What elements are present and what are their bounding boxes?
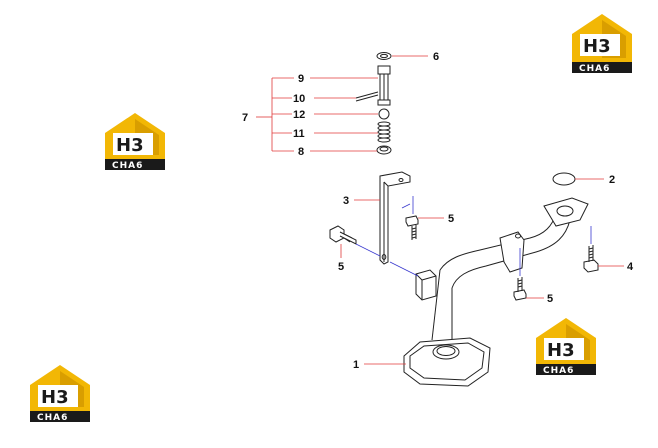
part-3-bracket bbox=[379, 171, 411, 265]
callout-12: 12 bbox=[293, 109, 305, 121]
svg-text:CHA6: CHA6 bbox=[579, 64, 610, 74]
callout-5-upper: 5 bbox=[448, 213, 454, 225]
part-5-bolt-lower bbox=[513, 277, 527, 301]
part-6-washer bbox=[376, 52, 392, 60]
svg-text:H3: H3 bbox=[116, 135, 144, 156]
callout-8: 8 bbox=[298, 146, 304, 158]
callout-10: 10 bbox=[293, 93, 305, 105]
logo-watermark-upper-left: H3 CHA6 bbox=[105, 113, 165, 171]
callout-2: 2 bbox=[609, 174, 615, 186]
part-4-bolt bbox=[583, 245, 599, 273]
part-5-bolt-left bbox=[329, 225, 357, 245]
logo-watermark-bottom-left: H3 CHA6 bbox=[30, 365, 90, 423]
leader-lines bbox=[256, 55, 624, 365]
logo-watermark-top-right: H3 CHA6 bbox=[572, 14, 632, 74]
svg-text:H3: H3 bbox=[547, 340, 575, 361]
part-2-cap bbox=[552, 172, 576, 186]
part-5-bolt-bracket bbox=[405, 215, 419, 240]
assembly-lines bbox=[355, 196, 592, 277]
callout-7: 7 bbox=[242, 112, 248, 124]
part-12-ball bbox=[378, 108, 390, 120]
part-10-pin bbox=[355, 91, 379, 102]
callout-5-lower: 5 bbox=[547, 293, 553, 305]
callout-labels: 6 9 10 7 12 11 8 2 3 5 5 4 5 1 bbox=[242, 51, 634, 371]
callout-4: 4 bbox=[627, 261, 634, 273]
svg-text:CHA6: CHA6 bbox=[37, 413, 68, 423]
part-1-suction-pipe bbox=[403, 197, 589, 387]
pipe-clip-block bbox=[415, 269, 437, 301]
callout-5-left: 5 bbox=[338, 261, 344, 273]
svg-text:H3: H3 bbox=[583, 36, 611, 57]
callout-1: 1 bbox=[353, 359, 359, 371]
part-11-spring bbox=[377, 121, 391, 143]
part-8-seat bbox=[376, 145, 392, 155]
svg-text:CHA6: CHA6 bbox=[112, 161, 143, 171]
callout-9: 9 bbox=[298, 73, 304, 85]
callout-11: 11 bbox=[293, 128, 305, 140]
callout-6: 6 bbox=[433, 51, 439, 63]
callout-3: 3 bbox=[343, 195, 349, 207]
svg-text:H3: H3 bbox=[41, 387, 69, 408]
svg-text:CHA6: CHA6 bbox=[543, 366, 574, 376]
logo-watermark-lower-right: H3 CHA6 bbox=[536, 318, 596, 376]
part-9-valve-body bbox=[377, 65, 391, 106]
